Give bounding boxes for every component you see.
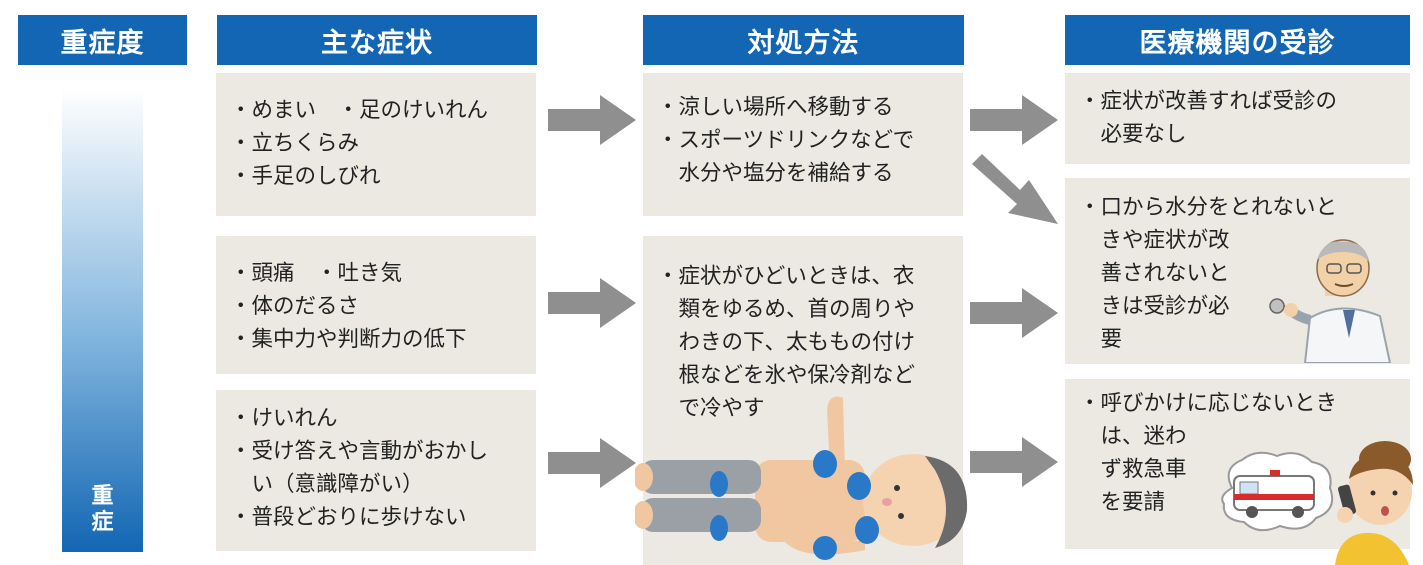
treatment-line: ・スポーツドリンクなどで — [657, 128, 915, 153]
symptom-line: ・手足のしびれ — [230, 164, 381, 189]
symptoms-mild-box: ・めまい ・足のけいれん ・立ちくらみ ・手足のしびれ — [216, 73, 536, 216]
medical-line: 要 — [1079, 327, 1123, 352]
treatment-line: 水分や塩分を補給する — [657, 161, 894, 186]
treatment-line: わきの下、太ももの付け — [657, 330, 916, 355]
symptom-line: ・集中力や判断力の低下 — [230, 327, 467, 352]
arrow-treatment-to-medical-moderate — [970, 288, 1058, 338]
symptom-line: ・普段どおりに歩けない — [230, 505, 467, 530]
treatment-line: ・症状がひどいときは、衣 — [657, 264, 915, 289]
medical-line: 必要なし — [1079, 122, 1187, 147]
medical-mild-box: ・症状が改善すれば受診の 必要なし — [1065, 73, 1410, 164]
ambulance-bubble-illustration — [1221, 451, 1334, 532]
severity-bar-label: 重 症 — [91, 484, 114, 535]
arrow-treatment-to-medical-mild — [970, 95, 1058, 145]
symptom-line: ・頭痛 ・吐き気 — [230, 261, 403, 286]
symptoms-moderate-box: ・頭痛 ・吐き気 ・体のだるさ ・集中力や判断力の低下 — [216, 236, 536, 374]
treatment-line: 根などを氷や保冷剤など — [657, 363, 916, 388]
header-symptoms: 主な症状 — [217, 15, 537, 65]
treatment-line: で冷やす — [657, 396, 765, 421]
arrow-treatment-to-medical-severe — [970, 437, 1058, 487]
doctor-illustration — [1269, 239, 1392, 363]
lying-person-illustration — [635, 396, 968, 560]
symptom-line: ・体のだるさ — [230, 294, 360, 319]
medical-line: ず救急車 — [1079, 457, 1187, 482]
arrow-treatment-to-medical-diagonal — [972, 154, 1058, 224]
symptom-line: ・けいれん — [230, 406, 338, 431]
symptom-line: ・立ちくらみ — [230, 131, 360, 156]
medical-line: は、迷わ — [1079, 424, 1187, 449]
header-treatment: 対処方法 — [643, 15, 964, 65]
medical-line: ・口から水分をとれないと — [1079, 195, 1338, 220]
symptom-line: ・めまい ・足のけいれん — [230, 98, 489, 123]
medical-line: きや症状が改 — [1079, 228, 1230, 253]
symptom-line: ・受け答えや言動がおかし — [230, 439, 489, 464]
medical-line: を要請 — [1079, 490, 1166, 515]
arrow-symptoms-to-treatment-mild — [548, 95, 636, 145]
arrow-symptoms-to-treatment-moderate — [548, 278, 636, 328]
woman-on-phone-illustration — [1335, 441, 1413, 565]
treatment-mild-box: ・涼しい場所へ移動する ・スポーツドリンクなどで 水分や塩分を補給する — [643, 73, 963, 216]
symptom-line: い（意識障がい） — [230, 472, 424, 497]
symptoms-severe-box: ・けいれん ・受け答えや言動がおかし い（意識障がい） ・普段どおりに歩けない — [216, 390, 536, 551]
treatment-line: ・涼しい場所へ移動する — [657, 95, 894, 120]
treatment-line: 類をゆるめ、首の周りや — [657, 297, 916, 322]
medical-line: 善されないと — [1079, 261, 1230, 286]
severity-gradient-bar — [62, 88, 143, 552]
header-medical: 医療機関の受診 — [1065, 15, 1410, 65]
medical-line: きは受診が必 — [1079, 294, 1230, 319]
medical-line: ・呼びかけに応じないとき — [1079, 391, 1338, 416]
header-severity: 重症度 — [18, 15, 187, 65]
arrow-symptoms-to-treatment-severe — [548, 438, 636, 488]
medical-line: ・症状が改善すれば受診の — [1079, 89, 1338, 114]
